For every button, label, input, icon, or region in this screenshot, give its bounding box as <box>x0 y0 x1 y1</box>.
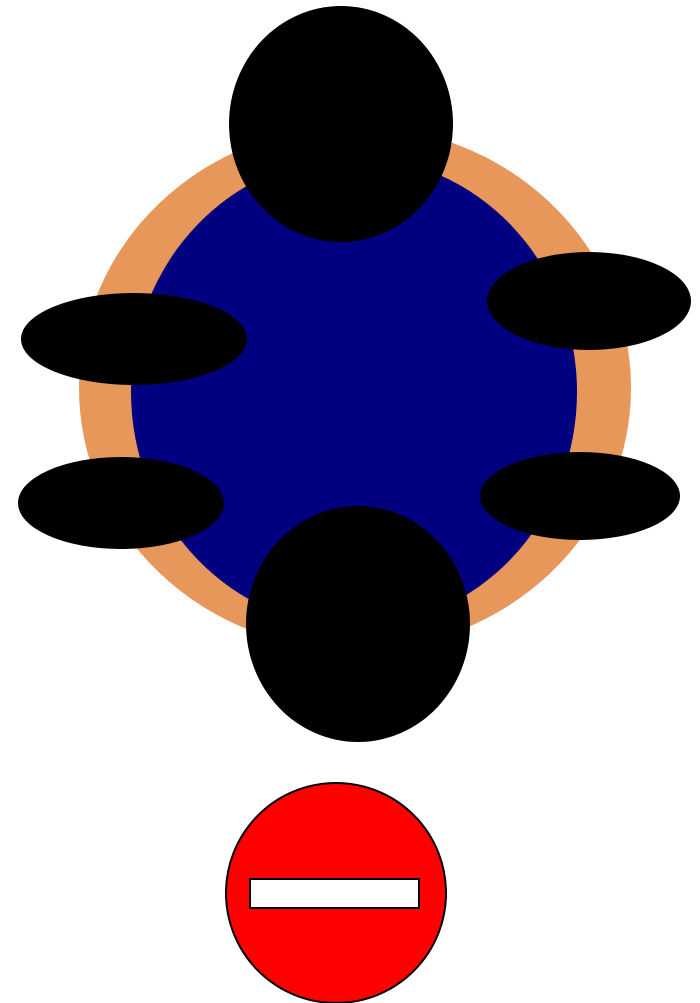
seat-upper-left <box>21 293 247 385</box>
seat-upper-right <box>487 252 691 350</box>
seat-lower-right <box>480 452 680 540</box>
no-entry-icon <box>226 783 446 1003</box>
seat-lower-left <box>18 457 224 549</box>
seat-bottom <box>246 506 470 742</box>
seat-top <box>229 6 453 242</box>
no-entry-bar <box>250 879 419 908</box>
